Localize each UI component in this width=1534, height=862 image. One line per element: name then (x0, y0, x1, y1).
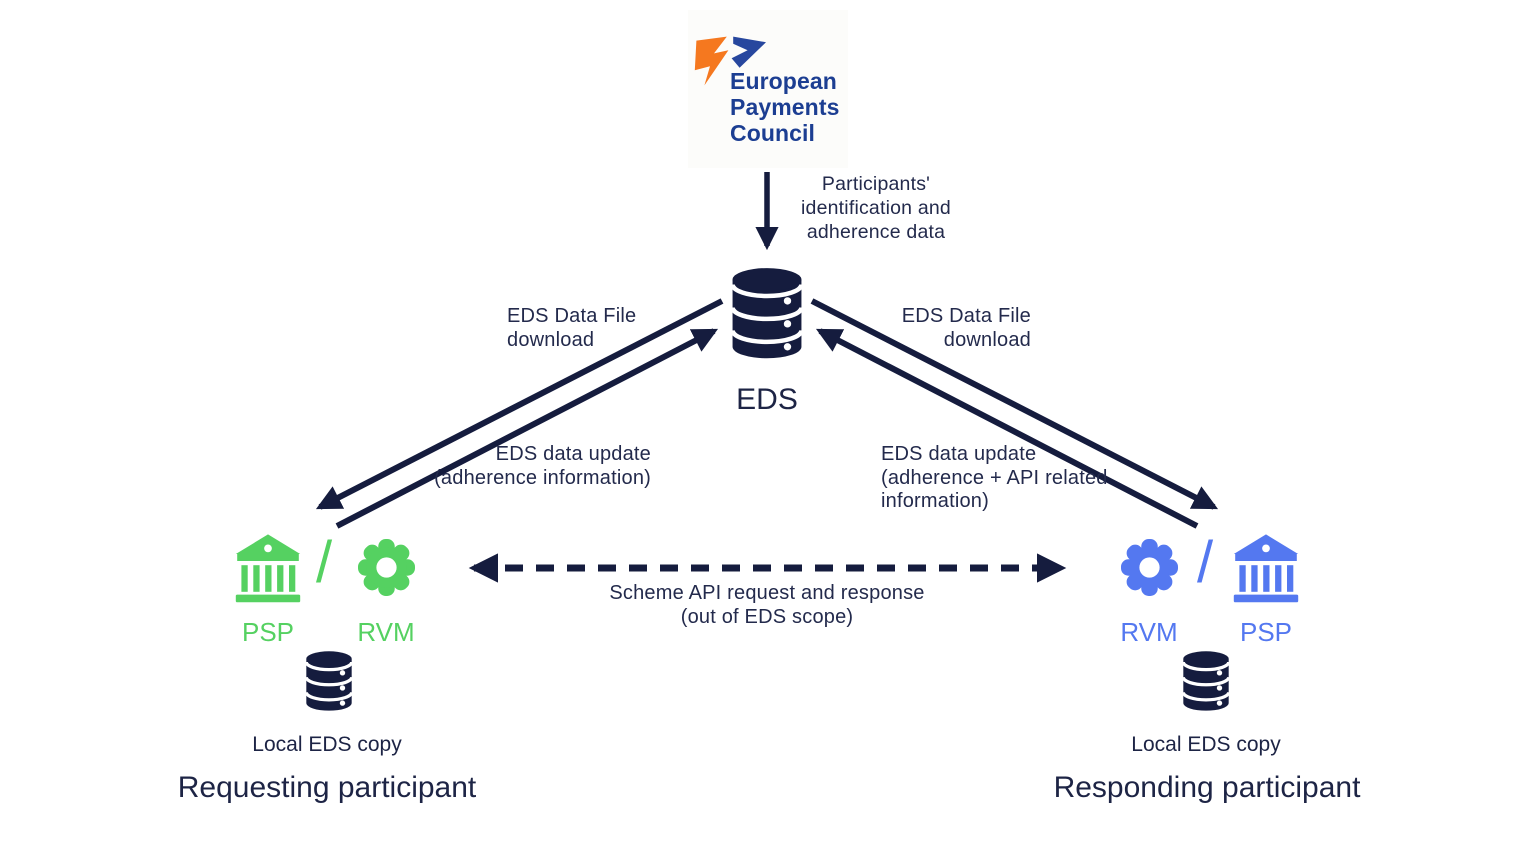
local-eds-copy-label-right: Local EDS copy (1131, 733, 1281, 756)
right-download-arrow (810, 298, 1219, 510)
epc-logo-text-line1: European (730, 68, 837, 94)
left-separator: / (316, 530, 333, 595)
bank-icon-left (235, 534, 301, 603)
epc-logo-mark-icon (694, 36, 766, 86)
epc-logo: European Payments Council (688, 10, 848, 168)
right-download-label: EDS Data File download (901, 305, 1031, 351)
eds-database-icon (730, 268, 804, 359)
requesting-participant-title: Requesting participant (177, 771, 477, 804)
participants-data-label: Participants' identification and adheren… (801, 173, 951, 243)
gear-icon-left (358, 539, 415, 596)
left-update-arrow (335, 328, 719, 529)
rvm-label-right: RVM (1120, 617, 1178, 647)
bank-icon-right (1233, 534, 1299, 603)
left-update-label: EDS data update (adherence information) (434, 443, 651, 489)
responding-participant-title: Responding participant (1053, 771, 1361, 804)
eds-label: EDS (736, 383, 798, 416)
scheme-api-label: Scheme API request and response (out of … (609, 582, 925, 628)
psp-label-right: PSP (1239, 617, 1293, 647)
right-separator: / (1197, 530, 1214, 595)
left-download-arrow (315, 298, 724, 510)
right-update-arrow (815, 328, 1199, 529)
right-update-label: EDS data update (adherence + API related… (881, 443, 1108, 512)
local-eds-copy-database-icon-left (304, 651, 354, 711)
rvm-label-left: RVM (357, 617, 415, 647)
local-eds-copy-label-left: Local EDS copy (252, 733, 402, 756)
left-download-label: EDS Data File download (507, 305, 637, 351)
gear-icon-right (1121, 539, 1178, 596)
epc-logo-text-line2: Payments (730, 94, 840, 120)
local-eds-copy-database-icon-right (1181, 651, 1231, 711)
psp-label-left: PSP (241, 617, 295, 647)
epc-logo-text-line3: Council (730, 120, 816, 146)
